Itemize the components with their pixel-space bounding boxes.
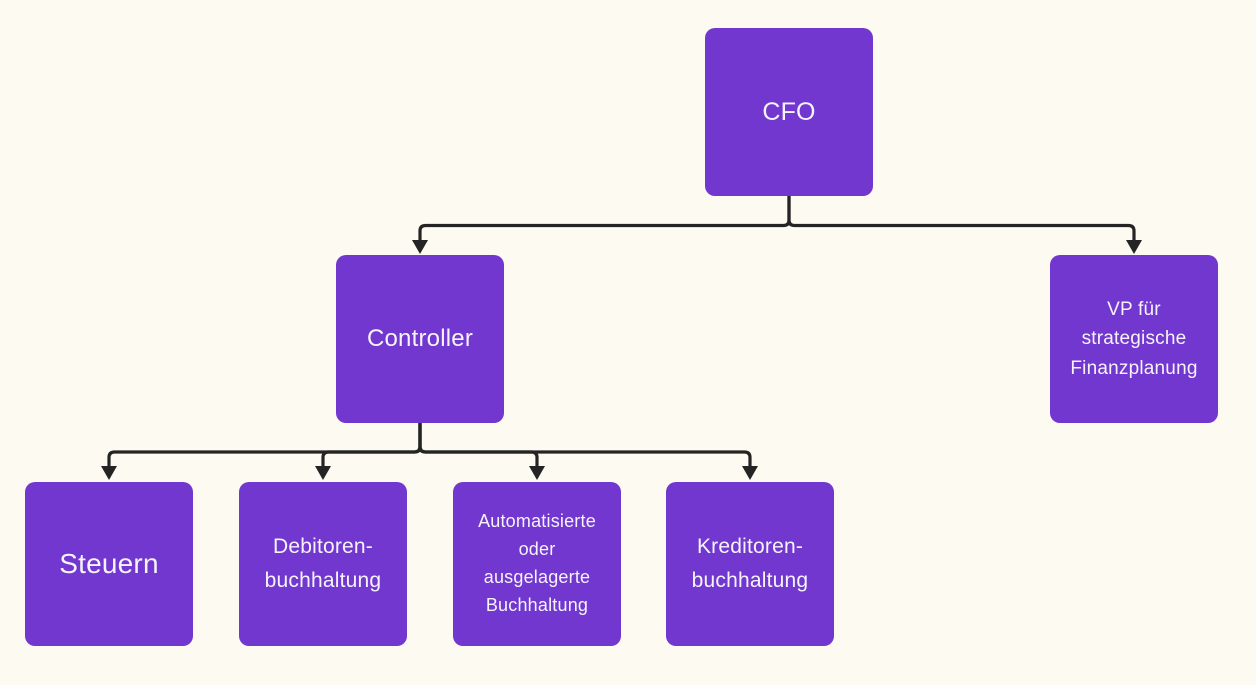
node-kreditorenbuchhaltung[interactable]: Kreditoren- buchhaltung [666,482,834,646]
node-controller[interactable]: Controller [336,255,504,423]
edge-controller-kreditoren [418,421,752,469]
node-kreditoren-label: Kreditoren- buchhaltung [691,535,809,592]
edge-cfo-controller [418,194,791,243]
edge-controller-debitoren [321,421,422,469]
node-cfo-label: CFO [762,97,816,126]
node-steuern-label: Steuern [59,548,159,579]
node-steuern[interactable]: Steuern [25,482,193,646]
node-cfo[interactable]: CFO [705,28,873,196]
arrowhead-vp-icon [1126,240,1142,254]
node-vp-label: VP für strategische Finanzplanung [1070,298,1198,379]
node-automatisierte-buchhaltung[interactable]: Automatisierte oder ausgelagerte Buchhal… [453,482,621,646]
arrowhead-debitoren-icon [315,466,331,480]
node-auto-label: Automatisierte oder ausgelagerte Buchhal… [478,511,596,615]
arrowhead-automatisierte-icon [529,466,545,480]
arrowhead-controller-icon [412,240,428,254]
edge-controller-automatisierte [418,421,539,469]
node-controller-label: Controller [366,325,474,352]
node-debitorenbuchhaltung[interactable]: Debitoren- buchhaltung [239,482,407,646]
node-vp-strategische-finanzplanung[interactable]: VP für strategische Finanzplanung [1050,255,1218,423]
arrowhead-steuern-icon [101,466,117,480]
arrowhead-kreditoren-icon [742,466,758,480]
edge-controller-steuern [107,421,422,469]
node-debitoren-label: Debitoren- buchhaltung [264,535,382,592]
edge-cfo-vp [787,194,1136,243]
